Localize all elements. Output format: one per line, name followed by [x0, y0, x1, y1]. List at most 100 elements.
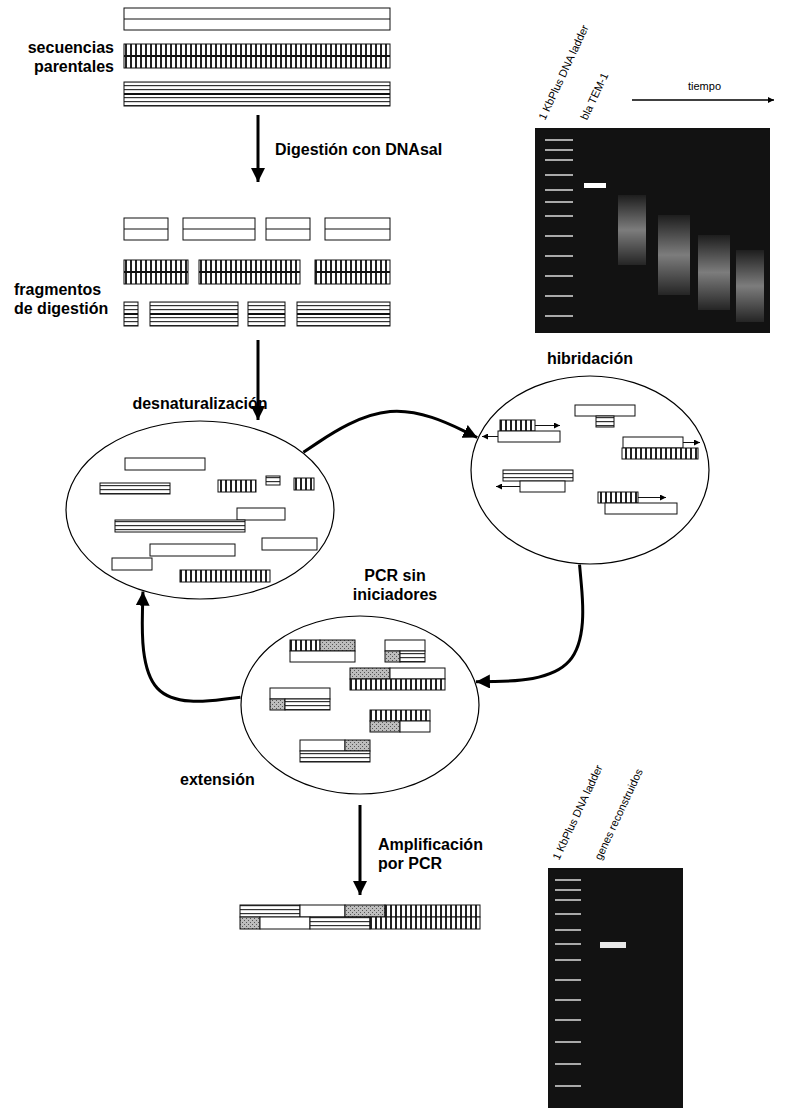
parent-strand — [124, 82, 390, 106]
strand — [605, 503, 677, 514]
single-strand — [218, 480, 256, 492]
strand — [310, 917, 370, 929]
single-strand — [262, 538, 317, 550]
cycle-step-ellipse: desnaturalización — [65, 420, 335, 600]
parent-sequences — [124, 8, 390, 106]
step-label: extensión — [180, 770, 255, 790]
single-strand — [180, 570, 270, 582]
time-arrow — [632, 99, 774, 101]
gel-smear — [658, 215, 690, 295]
ellipse-border — [241, 616, 479, 794]
strand — [370, 917, 480, 929]
gel-band — [584, 183, 606, 188]
new-strand — [320, 640, 355, 651]
strand — [622, 448, 698, 459]
parent-strand — [124, 44, 390, 68]
ladder-bands — [555, 880, 581, 1086]
cycle-arrow — [303, 411, 477, 452]
strand — [240, 917, 260, 929]
step-label: hibridación — [547, 349, 633, 369]
new-strand — [350, 668, 390, 679]
strand — [300, 751, 370, 762]
strand — [290, 651, 355, 662]
ellipse-outline — [240, 615, 480, 795]
step-caption: Digestión con DNAsaI — [275, 140, 505, 159]
strand-line — [124, 93, 390, 95]
single-strand — [237, 508, 285, 520]
single-strand — [266, 476, 280, 485]
strand — [503, 470, 573, 481]
extension-arrow — [535, 425, 560, 426]
strand-line — [124, 271, 390, 273]
gel-smear — [736, 250, 764, 322]
denatured-strands — [100, 458, 317, 582]
gel-lane-label: genes reconstruidos — [592, 767, 646, 862]
step-arrow — [257, 115, 260, 182]
strand-line — [124, 19, 390, 20]
ellipse-outline — [470, 375, 710, 565]
strand — [240, 905, 300, 917]
strand — [290, 640, 320, 651]
strand — [598, 492, 638, 503]
extension-arrow — [638, 497, 666, 498]
extension-arrow — [482, 436, 498, 437]
ellipse-border — [471, 376, 709, 564]
single-strand — [125, 458, 205, 470]
step-caption: PCR sin iniciadores — [345, 566, 445, 604]
new-strand — [385, 651, 400, 662]
strand — [400, 651, 425, 662]
parent-strand — [124, 8, 390, 30]
extension-arrow — [496, 486, 520, 487]
ladder-bands — [545, 140, 573, 316]
single-strand — [100, 483, 170, 494]
strand — [400, 721, 430, 732]
extended-strands — [270, 640, 445, 762]
gel-lane-label: bla TEM-1 — [578, 71, 611, 122]
step-caption: secuencias parentales — [14, 38, 114, 76]
gel-band — [600, 942, 626, 948]
strand — [390, 668, 445, 679]
step-label: desnaturalización — [132, 394, 267, 414]
strand — [520, 481, 565, 492]
ellipse-border — [66, 421, 334, 599]
strand — [575, 405, 635, 416]
strand — [498, 431, 560, 442]
strand — [300, 740, 345, 751]
new-strand — [270, 699, 285, 710]
digestion-fragments — [124, 218, 390, 326]
strand-line — [124, 55, 390, 57]
single-strand — [294, 478, 314, 490]
single-strand — [112, 558, 152, 570]
step-caption: tiempo — [688, 80, 721, 93]
strand — [345, 905, 385, 917]
gel-reconstructed — [548, 868, 683, 1108]
strand — [285, 699, 330, 710]
strand — [270, 688, 330, 699]
step-arrow — [359, 805, 362, 895]
single-strand — [150, 544, 235, 556]
gel-image — [548, 868, 683, 1108]
ellipse-outline — [65, 420, 335, 600]
gel-digestion — [535, 128, 770, 333]
gel-smear — [618, 195, 646, 265]
strand — [300, 905, 345, 917]
cycle-step-ellipse: extensión — [240, 615, 480, 795]
step-caption: fragmentos de digestión — [14, 280, 114, 318]
new-strand — [370, 721, 400, 732]
extension-arrow — [683, 442, 700, 443]
step-caption: Amplificación por PCR — [378, 835, 503, 873]
strand — [350, 679, 445, 690]
new-strand — [345, 740, 370, 751]
recombined-gene — [240, 905, 480, 929]
annealed-strands — [482, 405, 700, 514]
cycle-step-ellipse: hibridación — [470, 375, 710, 565]
strand-line — [124, 229, 390, 230]
strand — [623, 437, 683, 448]
strand — [260, 917, 310, 929]
gel-smear — [698, 235, 730, 310]
cycle-arrow — [476, 565, 583, 682]
strand — [500, 420, 535, 431]
strand — [370, 710, 430, 721]
